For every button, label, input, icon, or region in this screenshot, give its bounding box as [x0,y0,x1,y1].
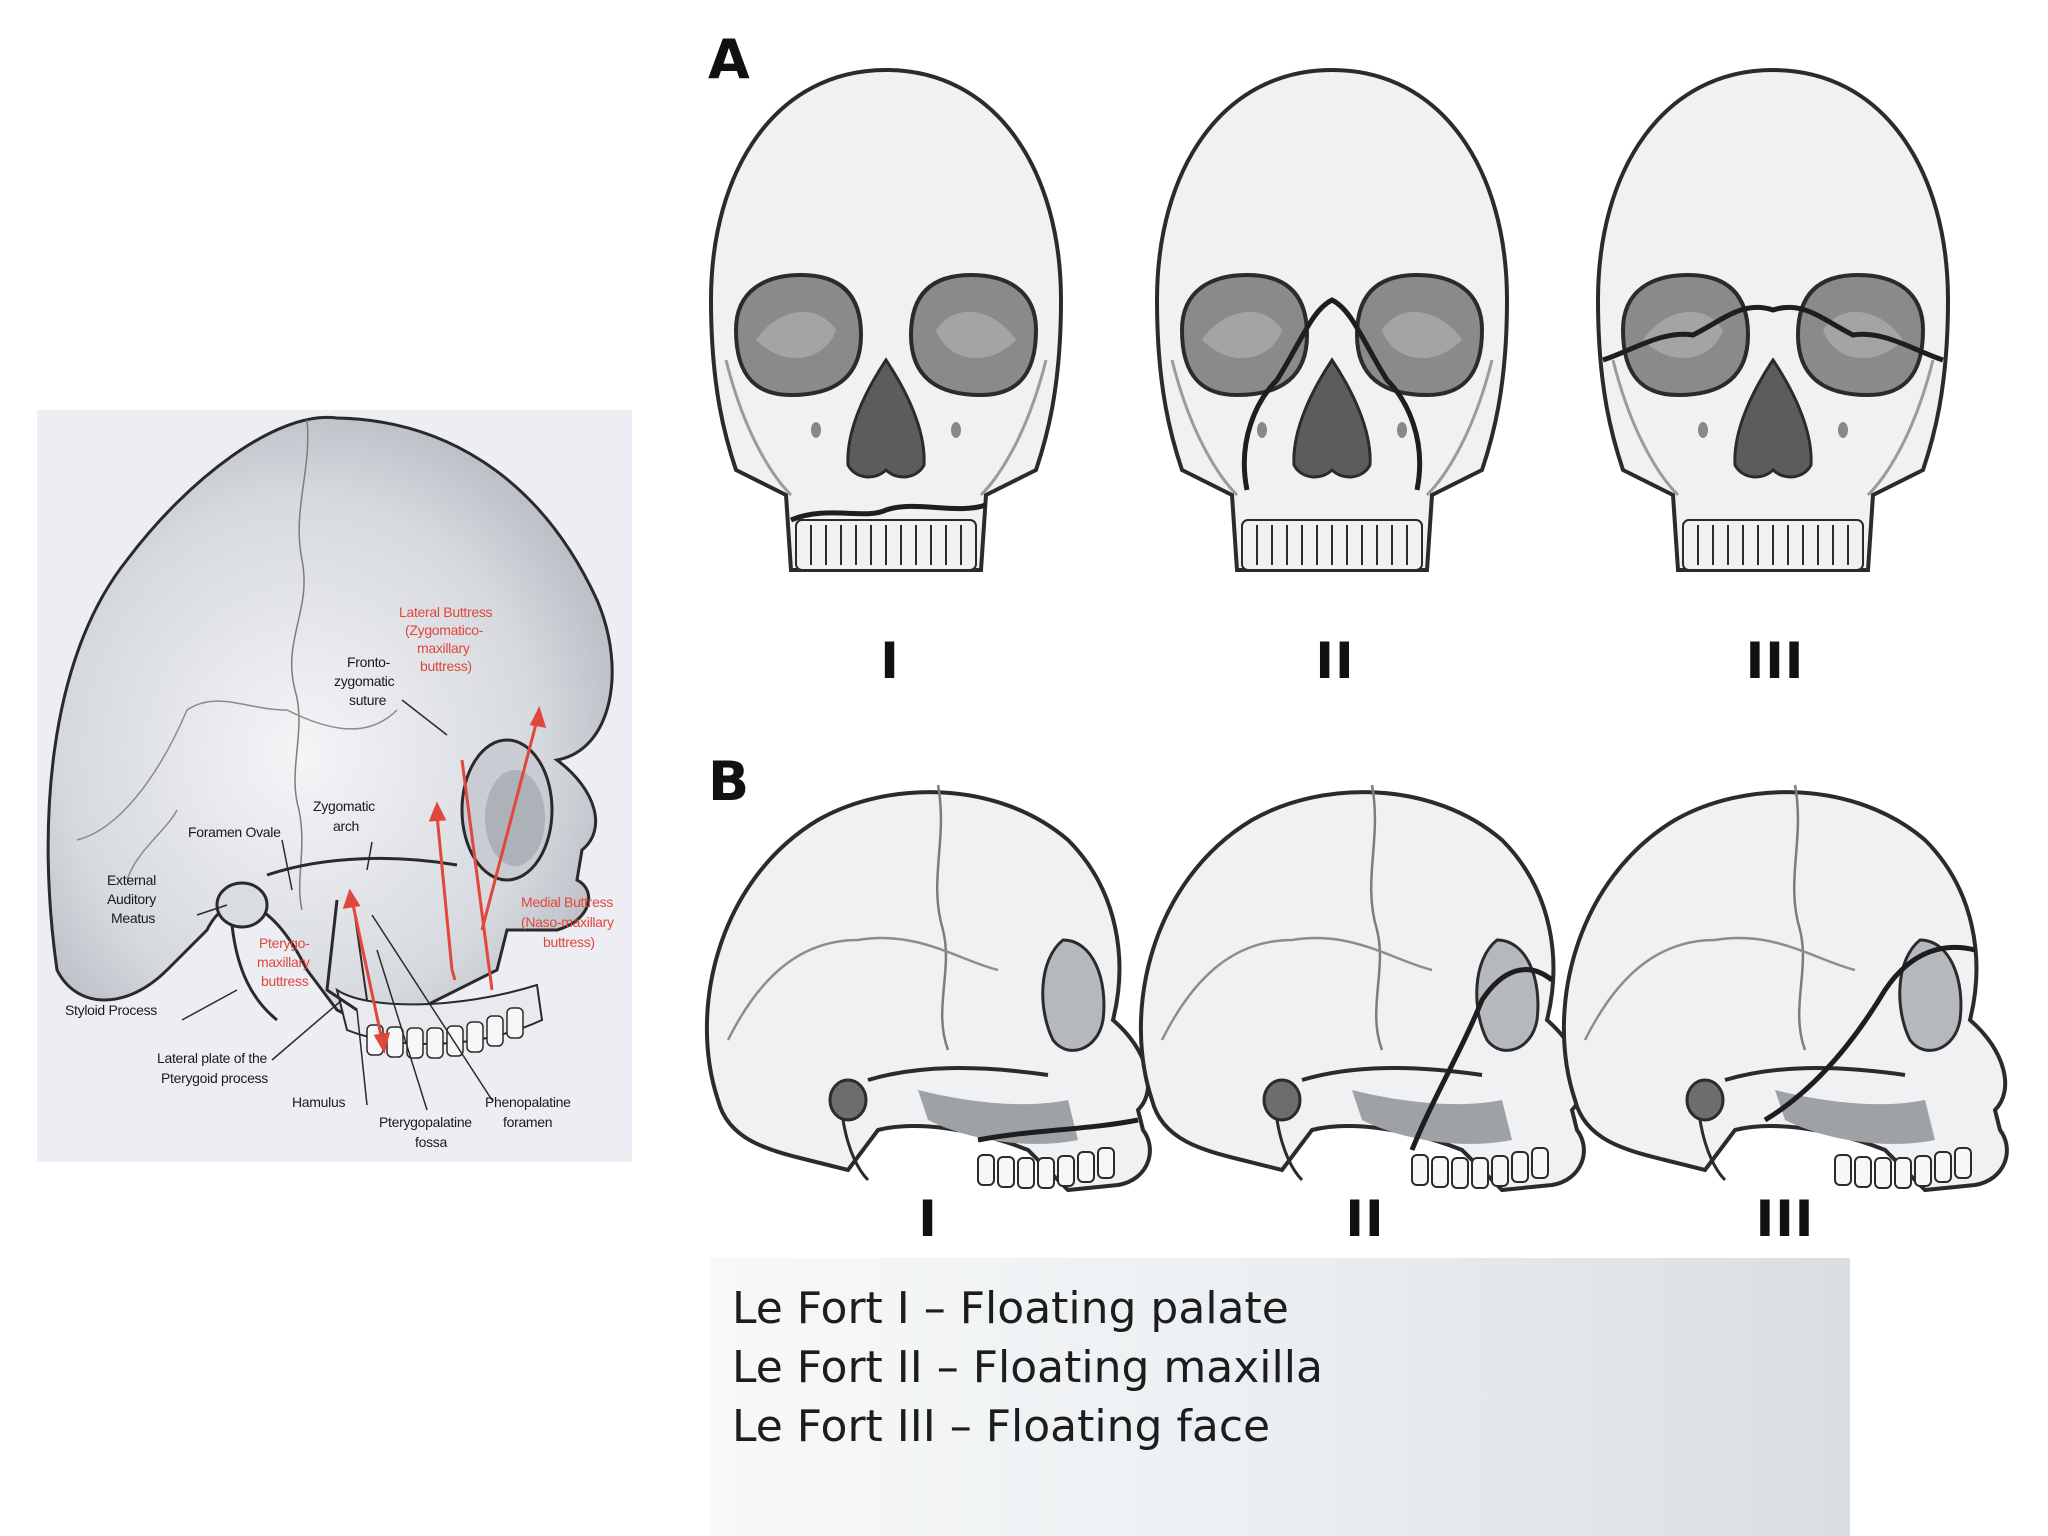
label-lateral-plate-2: Pterygoid process [161,1070,268,1086]
frontal-skull-le-fort-2 [1155,68,1509,572]
label-pterygopalatine-1: Pterygopalatine [379,1114,472,1130]
lateral-skull-anatomy-panel: Lateral Buttress (Zygomatico- maxillary … [37,410,632,1162]
label-zygomatic-arch-2: arch [333,818,360,834]
fracture-line-le-fort-2 [1241,297,1423,491]
panel-a-numeral-1: I [880,632,900,690]
label-medial-buttress-1: Medial Buttress [521,894,613,910]
label-external-3: Meatus [111,910,156,926]
label-medial-buttress-3: buttress) [543,934,595,950]
orbit-inner [485,770,545,866]
lateral-skull-le-fort-2 [1138,783,1586,1192]
caption-line-le-fort-2: Le Fort II – Floating maxilla [732,1342,1323,1393]
fracture-line-le-fort-1 [790,502,987,523]
buttress-arrows [342,706,547,1054]
external-auditory-meatus-shape [215,881,269,929]
panel-a-numeral-3: III [1745,632,1805,690]
lateral-fracture-le-fort-1 [977,1117,1139,1143]
lateral-fracture-le-fort-3 [1763,944,1976,1123]
caption-line-le-fort-1: Le Fort I – Floating palate [732,1283,1289,1334]
label-zygomatic-arch-1: Zygomatic [313,798,375,814]
label-suture: suture [349,692,387,708]
zygomatic-arch-line [266,856,458,877]
panel-a-letter: A [708,28,750,91]
lateral-skull-le-fort-3 [1561,783,2009,1192]
label-pterygo-3: buttress [261,973,309,989]
label-pterygo-1: Pterygo- [259,935,310,951]
label-styloid-process: Styloid Process [65,1002,157,1018]
panel-b-numeral-2: II [1345,1190,1385,1248]
label-external-1: External [107,872,156,888]
label-phenopalatine-2: foramen [503,1114,553,1130]
lambdoid-suture [126,809,178,881]
label-zygomatic: zygomatic [334,673,395,689]
frontal-skull-le-fort-3 [1596,68,1950,572]
pterygoid-plate-shape [325,899,358,1012]
label-external-2: Auditory [107,891,156,907]
panel-a-numeral-2: II [1315,632,1355,690]
panel-b-numeral-3: III [1755,1190,1815,1248]
label-fronto: Fronto- [347,654,391,670]
coronal-suture [291,419,309,911]
squamosal-suture [76,700,398,841]
label-foramen-ovale: Foramen Ovale [188,824,281,840]
lateral-fracture-le-fort-2 [1409,967,1554,1151]
panel-a-frontal-skulls [709,68,1950,572]
fracture-line-le-fort-3 [1602,304,1944,363]
label-lateral-buttress-sub2: maxillary [417,640,470,656]
le-fort-caption-box: Le Fort I – Floating palate Le Fort II –… [710,1258,1850,1536]
label-lateral-buttress-sub3: buttress) [420,658,472,674]
frontal-skull-le-fort-1 [709,68,1063,572]
label-pterygopalatine-2: fossa [415,1134,447,1150]
caption-line-le-fort-3: Le Fort III – Floating face [732,1401,1271,1452]
label-lateral-plate-1: Lateral plate of the [157,1050,267,1066]
label-lateral-buttress: Lateral Buttress [399,604,493,620]
lateral-skull-drawing [46,415,614,1111]
panel-b-letter: B [708,750,750,813]
leader-lines [181,699,493,1111]
styloid-process-shape [230,924,278,1022]
panel-b-lateral-skulls [704,783,2009,1192]
panel-b-numeral-1: I [918,1190,938,1248]
label-hamulus: Hamulus [292,1094,346,1110]
label-phenopalatine-1: Phenopalatine [485,1094,571,1110]
label-lateral-buttress-sub1: (Zygomatico- [405,622,484,638]
label-medial-buttress-2: (Naso-maxillary [521,914,614,930]
label-pterygo-2: maxillary [257,954,310,970]
lateral-skull-le-fort-1 [704,783,1152,1192]
